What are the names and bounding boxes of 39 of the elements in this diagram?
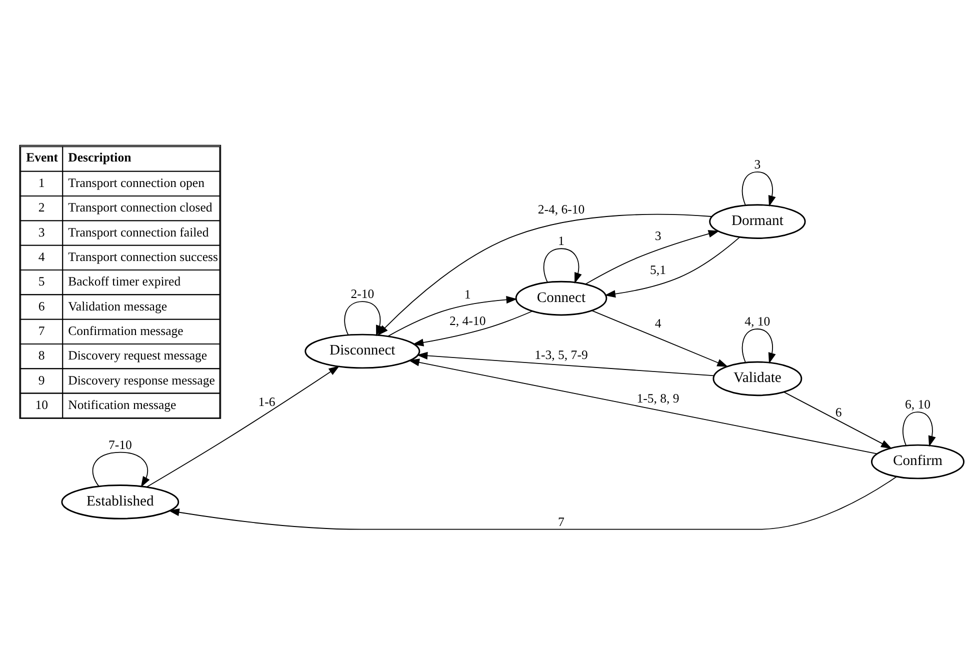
label: Description: [68, 150, 132, 164]
label: Validation message: [68, 299, 168, 314]
edge-label: 1: [558, 234, 564, 248]
edge-label: 6: [835, 405, 842, 420]
edge-label: 6, 10: [904, 398, 931, 412]
edge-label: 4, 10: [744, 314, 770, 329]
edge-label: 2, 4-10: [450, 314, 486, 328]
label: 4: [38, 250, 45, 264]
label: 7: [38, 324, 45, 338]
edge-label: 1-3, 5, 7-9: [534, 348, 588, 362]
label: 9: [38, 373, 45, 388]
edge-label: 7-10: [108, 438, 132, 452]
label: Transport connection success: [68, 250, 218, 264]
edge-label: 2-10: [350, 287, 374, 302]
label: Confirmation message: [68, 324, 184, 338]
label: Backoff timer expired: [68, 274, 181, 289]
label: Notification message: [68, 398, 176, 412]
edge-label: 3: [654, 229, 662, 244]
label: Transport connection closed: [68, 200, 212, 215]
edge-label: 5,1: [650, 262, 666, 277]
edge-label: 1-5, 8, 9: [636, 392, 680, 406]
edge-label: 2-4, 6-10: [538, 202, 585, 217]
label: 5: [38, 274, 45, 289]
edge-label: 3: [754, 157, 761, 172]
label: Transport connection open: [68, 176, 204, 190]
label: Discovery response message: [68, 373, 215, 388]
edge-label: 4: [654, 316, 662, 331]
edge-label: 1-6: [258, 395, 276, 410]
label: 6: [38, 299, 45, 314]
label: 8: [38, 348, 45, 363]
label: Transport connection failed: [68, 225, 209, 240]
edge-label: 7: [558, 514, 564, 529]
edge-label: 1: [464, 287, 471, 302]
label: 10: [35, 398, 48, 412]
label: 2: [38, 200, 45, 215]
label: 3: [38, 225, 45, 240]
label: 1: [38, 176, 45, 190]
label: Event: [26, 150, 58, 164]
label: Discovery request message: [68, 348, 208, 363]
